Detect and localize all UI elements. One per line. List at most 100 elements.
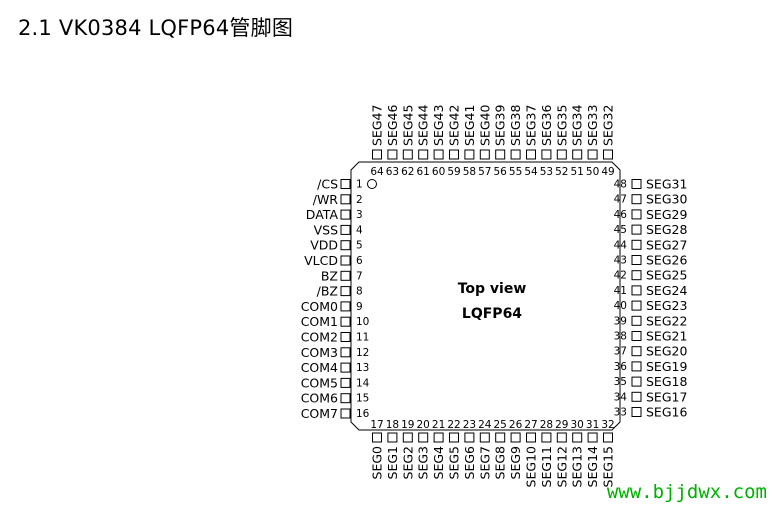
pin-53-label: SEG36	[539, 105, 554, 146]
pin-37-label: SEG20	[646, 344, 687, 359]
pin-17-pad	[372, 432, 382, 443]
pin-32-label: SEG15	[601, 446, 616, 487]
pin-52-number: 52	[555, 166, 568, 178]
pin-7-label: BZ	[321, 268, 338, 283]
pin-59-pad	[449, 149, 459, 160]
pin-9-number: 9	[356, 301, 363, 313]
pin-27-number: 27	[524, 419, 537, 431]
pin-39-label: SEG22	[646, 313, 687, 328]
pin-45-pad	[631, 224, 642, 235]
pin-60-number: 60	[432, 166, 445, 178]
pin-9-pad	[340, 301, 351, 312]
pin-25-label: SEG8	[493, 446, 508, 480]
pin-6-number: 6	[356, 255, 363, 267]
pin-29-label: SEG12	[554, 446, 569, 487]
pin-50-number: 50	[586, 166, 599, 178]
pin-58-pad	[464, 149, 475, 160]
pin-23-label: SEG6	[462, 446, 477, 480]
pin-35-pad	[631, 376, 642, 387]
pin-1-label: /CS	[317, 177, 338, 192]
pin-42-number: 42	[614, 270, 627, 282]
pin-41-number: 41	[614, 285, 627, 297]
package-label: LQFP64	[462, 306, 522, 322]
pin-11-number: 11	[356, 332, 369, 344]
pin-31-pad	[587, 432, 598, 443]
pin-44-pad	[631, 239, 642, 250]
pin-5-pad	[340, 240, 351, 251]
pin-1-number: 1	[356, 179, 363, 191]
pin-19-number: 19	[401, 419, 414, 431]
pin-44-label: SEG27	[646, 237, 687, 252]
pin-33-number: 33	[614, 407, 627, 419]
view-label: Top view	[458, 281, 527, 297]
pin-18-label: SEG1	[385, 446, 400, 479]
pin-53-number: 53	[540, 166, 553, 178]
pin-3-pad	[340, 209, 351, 220]
pin-13-pad	[340, 362, 351, 373]
pin-63-label: SEG46	[385, 105, 400, 146]
pin-20-pad	[418, 432, 429, 443]
pin-24-pad	[479, 432, 490, 443]
pin-47-pad	[631, 194, 642, 205]
pin-30-pad	[572, 432, 583, 443]
pin-36-label: SEG19	[646, 359, 687, 374]
pin-24-label: SEG7	[477, 446, 492, 479]
pin-16-pad	[340, 408, 351, 419]
pin-49-label: SEG32	[601, 105, 616, 146]
pin1-marker	[367, 179, 377, 189]
pin-19-pad	[402, 432, 413, 443]
pin-58-label: SEG41	[462, 105, 477, 146]
pin-48-label: SEG31	[646, 177, 687, 192]
pin-34-number: 34	[614, 391, 628, 403]
pin-22-pad	[449, 432, 459, 443]
pin-10-number: 10	[356, 316, 369, 328]
pin-15-pad	[340, 393, 351, 404]
pin-63-pad	[387, 149, 398, 160]
pin-14-pad	[340, 377, 351, 388]
pin-25-number: 25	[494, 419, 507, 431]
pin-56-label: SEG39	[493, 105, 508, 146]
pin-26-number: 26	[509, 419, 523, 431]
pin-50-label: SEG33	[585, 105, 600, 146]
pin-61-label: SEG44	[416, 105, 431, 146]
pin-55-label: SEG38	[508, 105, 523, 146]
pin-13-number: 13	[356, 362, 369, 374]
pin-43-pad	[631, 255, 642, 265]
pin-43-number: 43	[614, 255, 627, 267]
pin-6-pad	[340, 255, 351, 266]
pin-2-pad	[340, 194, 351, 205]
pin-54-pad	[526, 149, 536, 160]
pin-56-pad	[495, 149, 506, 160]
pin-2-number: 2	[356, 194, 363, 206]
pin-26-label: SEG9	[508, 446, 523, 480]
pin-3-number: 3	[356, 209, 363, 221]
pin-34-label: SEG17	[646, 389, 687, 404]
pin-20-label: SEG3	[416, 446, 431, 479]
pin-22-label: SEG5	[447, 446, 462, 479]
pin-63-number: 63	[386, 166, 399, 178]
pin-54-label: SEG37	[524, 105, 539, 146]
pin-14-label: COM5	[301, 375, 338, 390]
pin-7-number: 7	[356, 270, 363, 282]
pin-47-number: 47	[614, 194, 627, 206]
pin-43-label: SEG26	[646, 253, 687, 268]
pin-3-label: DATA	[306, 207, 339, 222]
pin-11-label: COM2	[301, 330, 338, 345]
pin-21-number: 21	[432, 419, 445, 431]
pin-52-pad	[556, 149, 567, 160]
pin-47-label: SEG30	[646, 192, 687, 207]
pin-61-number: 61	[417, 166, 430, 178]
pin-4-pad	[340, 224, 351, 235]
pin-49-number: 49	[601, 166, 614, 178]
pin-62-pad	[402, 149, 413, 160]
pin-38-pad	[631, 331, 642, 341]
pin-33-pad	[631, 407, 642, 417]
pin-12-number: 12	[356, 347, 369, 359]
pin-40-label: SEG23	[646, 298, 687, 313]
pin-48-number: 48	[614, 179, 627, 191]
pin-60-label: SEG43	[431, 105, 446, 146]
pin-32-number: 32	[601, 419, 614, 431]
pin-23-pad	[464, 432, 475, 443]
pin-44-number: 44	[614, 239, 628, 251]
